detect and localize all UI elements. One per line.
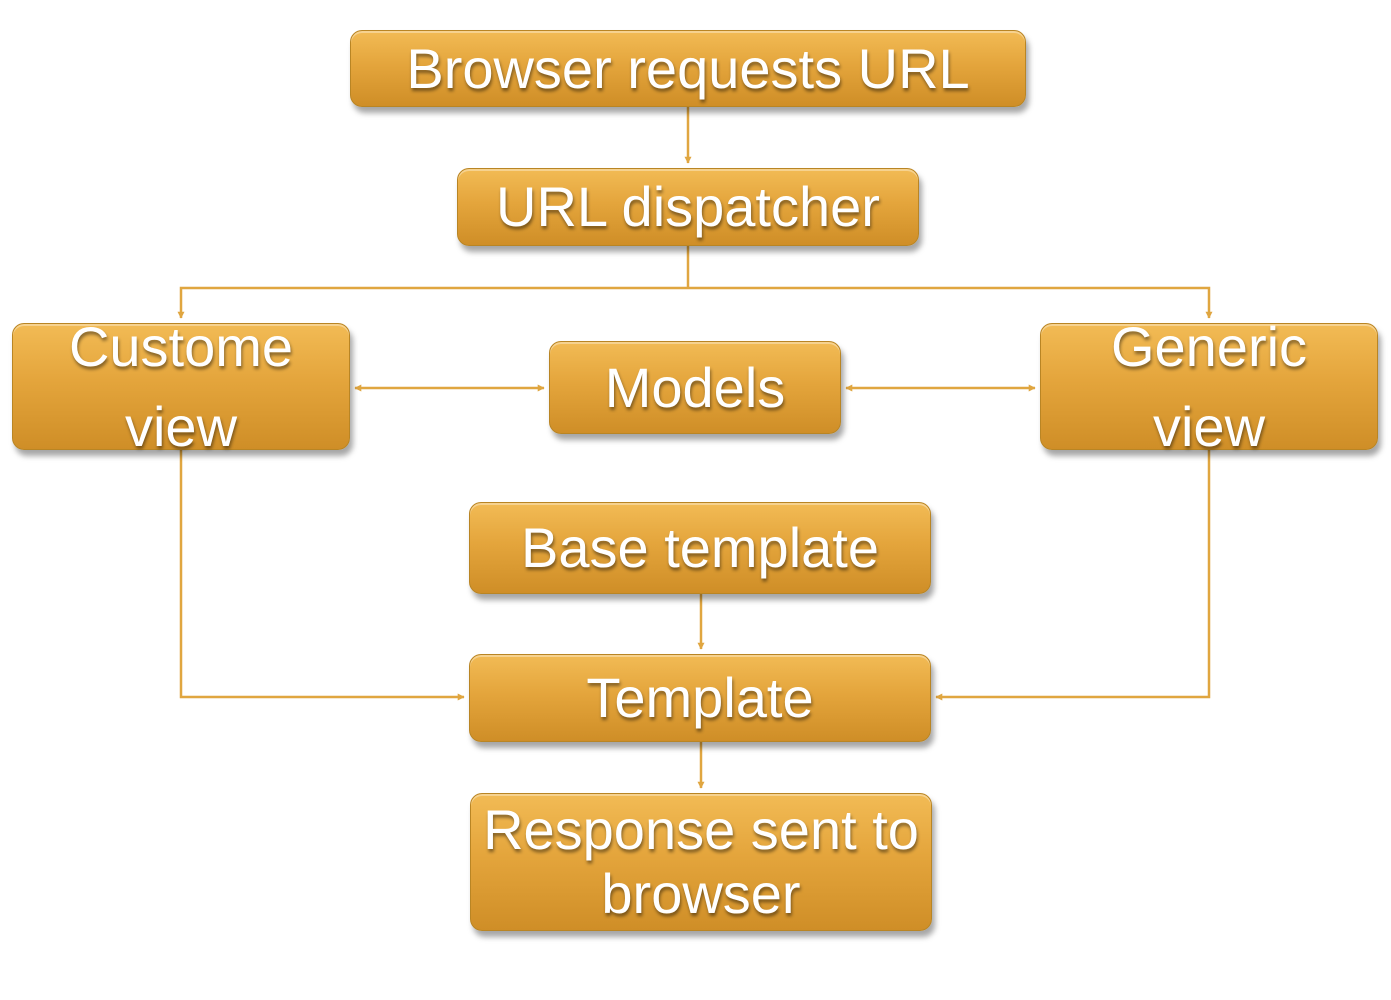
edge-dispatcher-to-generic-view xyxy=(688,286,1213,319)
node-models: Models xyxy=(549,341,841,434)
edge-generic-view-to-template xyxy=(935,446,1211,701)
node-base-template: Base template xyxy=(469,502,931,594)
node-label: Base template xyxy=(521,516,879,580)
node-generic-view: Generic view xyxy=(1040,315,1378,458)
node-label: Response sent to browser xyxy=(483,798,919,925)
node-label: Models xyxy=(604,355,786,419)
node-response-sent-to-browser: Response sent to browser xyxy=(470,793,932,931)
edge-dispatcher-to-custom-view xyxy=(177,286,688,319)
edge-custom-view-to-template xyxy=(179,446,465,701)
node-label: Generic view xyxy=(1110,314,1308,458)
node-label: Template xyxy=(586,666,814,730)
node-label: URL dispatcher xyxy=(496,175,880,239)
node-url-dispatcher: URL dispatcher xyxy=(457,168,919,246)
node-template: Template xyxy=(469,654,931,742)
node-label: Custome view xyxy=(68,314,294,458)
node-label: Browser requests URL xyxy=(406,36,970,100)
node-browser-requests-url: Browser requests URL xyxy=(350,30,1026,107)
node-custom-view: Custome view xyxy=(12,315,350,458)
